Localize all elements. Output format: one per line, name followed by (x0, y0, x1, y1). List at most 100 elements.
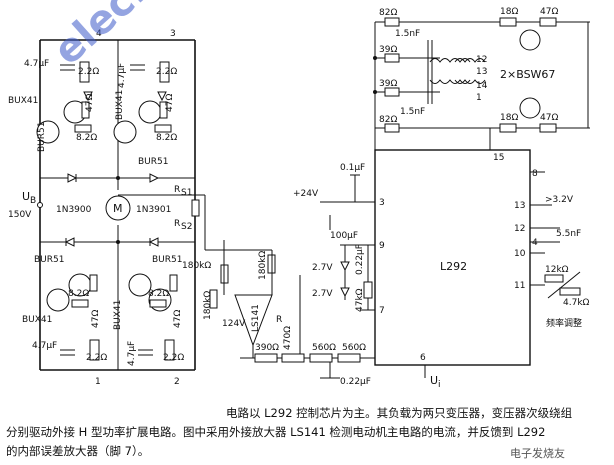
caption-line-2: 分别驱动外接 H 型功率扩展电路。图中采用外接放大器 LS141 检测电动机主电… (6, 425, 546, 439)
label-r39-a: 39Ω (379, 45, 397, 55)
label-pin1: 1 (95, 377, 101, 387)
label-tr-pin1: 1 (476, 93, 482, 103)
label-c022-bottom: 0.22μF (340, 377, 371, 387)
label-r47-tr: 47Ω (165, 94, 175, 112)
label-pin15: 15 (493, 153, 504, 163)
label-r470: 470Ω (283, 326, 293, 350)
label-r47-b: 47Ω (540, 113, 558, 123)
stage-bottom-left (46, 273, 100, 361)
l292-pins (320, 128, 581, 378)
label-r22-tr: 2.2Ω (156, 67, 177, 77)
label-pin2: 2 (174, 377, 180, 387)
label-ui-sub: i (438, 380, 441, 390)
label-24v: +24V (293, 189, 319, 199)
label-pin10: 10 (514, 249, 526, 259)
label-c15-top: 1.5nF (395, 29, 420, 39)
label-bux41-tl: BUX41 (8, 96, 38, 106)
label-r180k-c: 180kΩ (203, 291, 213, 320)
label-124v: 124V (222, 319, 246, 329)
label-rs1-sub: S1 (181, 188, 192, 198)
caption-text: 电路以 L292 控制芯片为主。其负载为两只变压器，变压器次级绕组 分别驱动外接… (6, 404, 608, 461)
label-tr-pin12: 12 (476, 55, 487, 65)
caption-line-3: 的内部误差放大器（脚 7）。 (6, 444, 150, 458)
label-bur51-br: BUR51 (152, 255, 182, 265)
label-pin11: 11 (514, 281, 525, 291)
label-150v: 150V (8, 210, 32, 220)
label-bur51-tl: BUR51 (37, 122, 47, 152)
label-r: R (276, 315, 282, 325)
label-motor: M (113, 202, 123, 215)
label-r560-a: 560Ω (312, 343, 336, 353)
label-c15-bot: 1.5nF (400, 107, 425, 117)
label-z27-a: 2.7V (312, 263, 333, 273)
motor (105, 195, 131, 221)
label-z27-b: 2.7V (312, 289, 333, 299)
label-tr-pin14: 14 (476, 81, 488, 91)
sense-resistor-rs1 (191, 199, 200, 217)
label-r390: 390Ω (255, 343, 279, 353)
label-r47-tl: 47Ω (85, 94, 95, 112)
supply-terminal (37, 202, 43, 208)
label-ub: U (22, 190, 30, 203)
label-r22-br: 2.2Ω (163, 353, 184, 363)
label-r82-br: 8.2Ω (148, 289, 169, 299)
label-ic-l292: L292 (440, 260, 467, 273)
label-r39-b: 39Ω (379, 79, 397, 89)
label-c-tl: 4.7μF (24, 59, 49, 69)
label-pin13: 13 (514, 201, 525, 211)
label-c01: 0.1μF (340, 163, 365, 173)
label-r47-bl: 47Ω (91, 310, 101, 328)
label-r82-tr: 8.2Ω (156, 133, 177, 143)
label-pin4-ic: 4 (532, 238, 538, 248)
label-r47k: 47kΩ (355, 288, 365, 312)
label-ls141: LS141 (251, 304, 261, 332)
label-c-br: 4.7μF (127, 341, 137, 366)
circuit-schematic: 4 3 1 2 4.7μF 2.2Ω 2.2Ω 4.7μF BUX41 BUX4… (8, 7, 590, 390)
label-bur51-tr: BUR51 (138, 157, 168, 167)
label-pin7: 7 (379, 306, 385, 316)
label-ub-sub: B (30, 196, 36, 206)
label-r22-tl: 2.2Ω (78, 67, 99, 77)
label-r47-a: 47Ω (540, 7, 558, 17)
label-1n3900: 1N3900 (56, 205, 92, 215)
stage-bottom-right (128, 273, 178, 361)
label-freq-adj: 频率调整 (546, 317, 582, 329)
label-rs2: R (174, 219, 180, 229)
label-pin6: 6 (420, 353, 426, 363)
label-r18-b: 18Ω (500, 113, 518, 123)
label-pin12: 12 (514, 224, 525, 234)
label-r47-br: 47Ω (173, 310, 183, 328)
label-bsw67: 2×BSW67 (500, 68, 555, 81)
label-c-bl: 4.7μF (32, 341, 57, 351)
h-bridge-wiring (39, 39, 206, 371)
label-c55: 5.5nF (556, 229, 581, 239)
stage-top-right (113, 61, 172, 144)
label-r47k2: 4.7kΩ (563, 298, 590, 308)
label-rs1: R (174, 185, 180, 195)
label-rs2-sub: S2 (181, 222, 192, 232)
site-logo: 电子发烧友 (510, 447, 565, 460)
rail-diodes (64, 173, 160, 247)
ls141-amplifier (205, 240, 375, 379)
label-r180k-b: 180kΩ (258, 251, 268, 280)
label-r12k: 12kΩ (545, 265, 569, 275)
label-r560-b: 560Ω (342, 343, 366, 353)
label-pin9: 9 (379, 241, 385, 251)
label-ui: U (430, 374, 438, 387)
label-bux41-tr: BUX41 (115, 90, 125, 120)
l292-chip (374, 149, 531, 366)
label-r18-a: 18Ω (500, 7, 518, 17)
label-r82-bot: 82Ω (379, 115, 397, 125)
label-pin4: 4 (96, 29, 102, 39)
label-pin8: 8 (532, 169, 538, 179)
label-r82-bl: 8.2Ω (68, 289, 89, 299)
stage-top-left (36, 61, 93, 144)
label-tr-pin13: 13 (476, 67, 487, 77)
label-bur51-bl: BUR51 (34, 255, 64, 265)
label-c-tr: 4.7μF (117, 63, 127, 88)
label-c022-mid: 0.22μF (355, 244, 365, 275)
label-r82-top: 82Ω (379, 8, 397, 18)
label-r180k-a: 180kΩ (182, 261, 211, 271)
label-pin3-ic: 3 (379, 198, 385, 208)
label-r82-tl: 8.2Ω (76, 133, 97, 143)
